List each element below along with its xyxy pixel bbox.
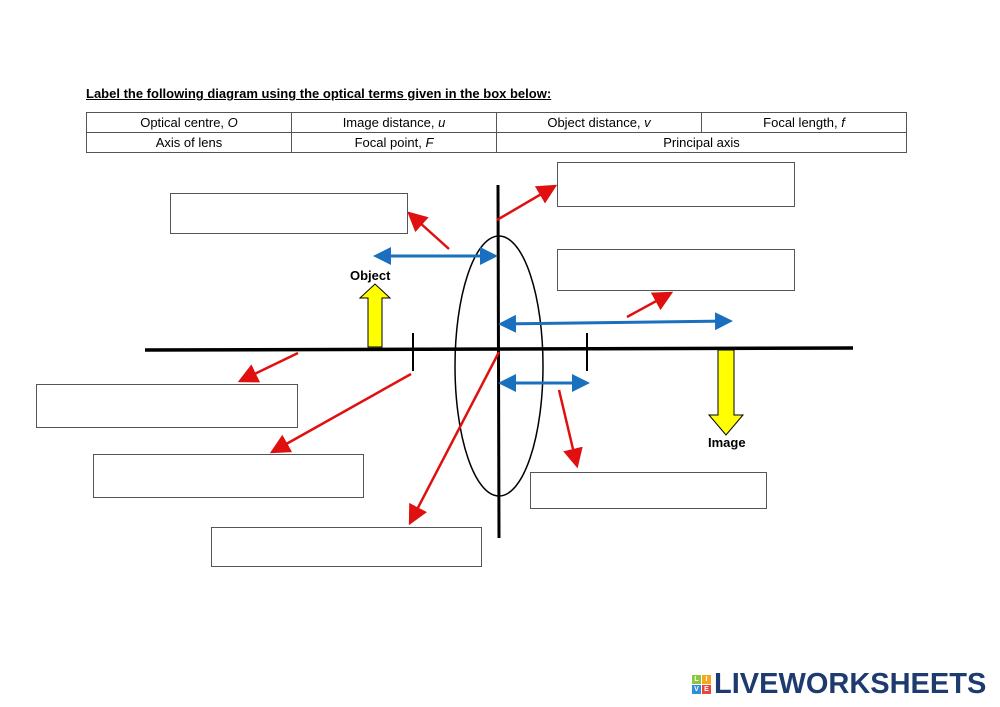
answer-input-2[interactable] — [558, 163, 798, 208]
answer-box-1[interactable] — [170, 193, 411, 235]
lens-axis-line — [496, 184, 501, 539]
instruction-heading: Label the following diagram using the op… — [86, 86, 552, 101]
pointer-arrow-7 — [557, 389, 583, 469]
liveworksheets-logo: L I V E LIVEWORKSHEETS — [692, 668, 986, 701]
terms-table: Optical centre, O Image distance, u Obje… — [86, 112, 907, 153]
pointer-arrow-6 — [408, 351, 501, 526]
pointer-arrow-3 — [626, 291, 674, 319]
logo-blocks-icon: L I V E — [692, 675, 711, 694]
answer-box-2[interactable] — [557, 162, 798, 208]
image-arrow — [707, 349, 745, 436]
logo-block: V — [692, 685, 701, 694]
object-arrow — [358, 283, 392, 348]
logo-block: L — [692, 675, 701, 684]
term-image-distance: Image distance, u — [291, 112, 497, 133]
answer-input-6[interactable] — [212, 528, 485, 568]
answer-input-4[interactable] — [37, 385, 301, 429]
term-axis-of-lens: Axis of lens — [86, 132, 292, 153]
lens-ellipse — [454, 235, 544, 497]
answer-input-3[interactable] — [558, 250, 798, 292]
answer-input-7[interactable] — [531, 473, 770, 510]
term-focal-point: Focal point, F — [291, 132, 497, 153]
logo-text: LIVEWORKSHEETS — [714, 668, 987, 700]
object-label: Object — [350, 268, 391, 283]
answer-box-6[interactable] — [211, 527, 485, 568]
answer-box-3[interactable] — [557, 249, 798, 292]
answer-box-7[interactable] — [530, 472, 770, 510]
logo-block: I — [702, 675, 711, 684]
answer-box-4[interactable] — [36, 384, 301, 429]
image-label: Image — [708, 435, 746, 450]
pointer-arrow-4 — [237, 351, 299, 383]
image-distance-arrow — [498, 312, 733, 333]
answer-box-5[interactable] — [93, 454, 367, 499]
logo-block: E — [702, 685, 711, 694]
term-principal-axis: Principal axis — [496, 132, 907, 153]
pointer-arrow-5 — [269, 372, 412, 454]
answer-input-5[interactable] — [94, 455, 367, 499]
pointer-arrow-1 — [407, 211, 450, 250]
pointer-arrow-2 — [496, 184, 558, 222]
answer-input-1[interactable] — [171, 194, 411, 235]
